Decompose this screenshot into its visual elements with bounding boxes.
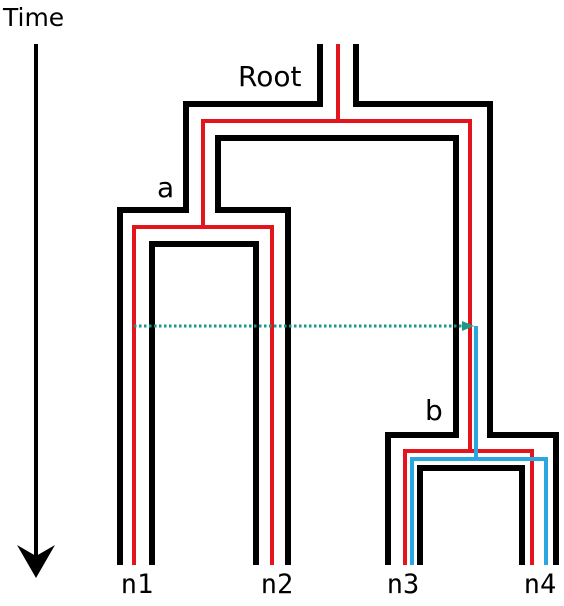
leaf-label-n1: n1 xyxy=(121,569,154,600)
time-label: Time xyxy=(2,3,64,32)
leaf-label-n2: n2 xyxy=(261,569,294,600)
root-label: Root xyxy=(238,60,301,93)
species-tree-outer-wall xyxy=(117,44,559,565)
transfer-arrowhead-icon xyxy=(462,321,474,331)
node-b-label: b xyxy=(425,394,443,427)
time-arrowhead-icon xyxy=(17,545,55,578)
gene-tree-lineage xyxy=(132,44,534,565)
leaf-label-n4: n4 xyxy=(524,569,557,600)
leaf-label-n3: n3 xyxy=(387,569,420,600)
transfer-lineage xyxy=(410,326,548,565)
node-a-label: a xyxy=(157,171,174,204)
